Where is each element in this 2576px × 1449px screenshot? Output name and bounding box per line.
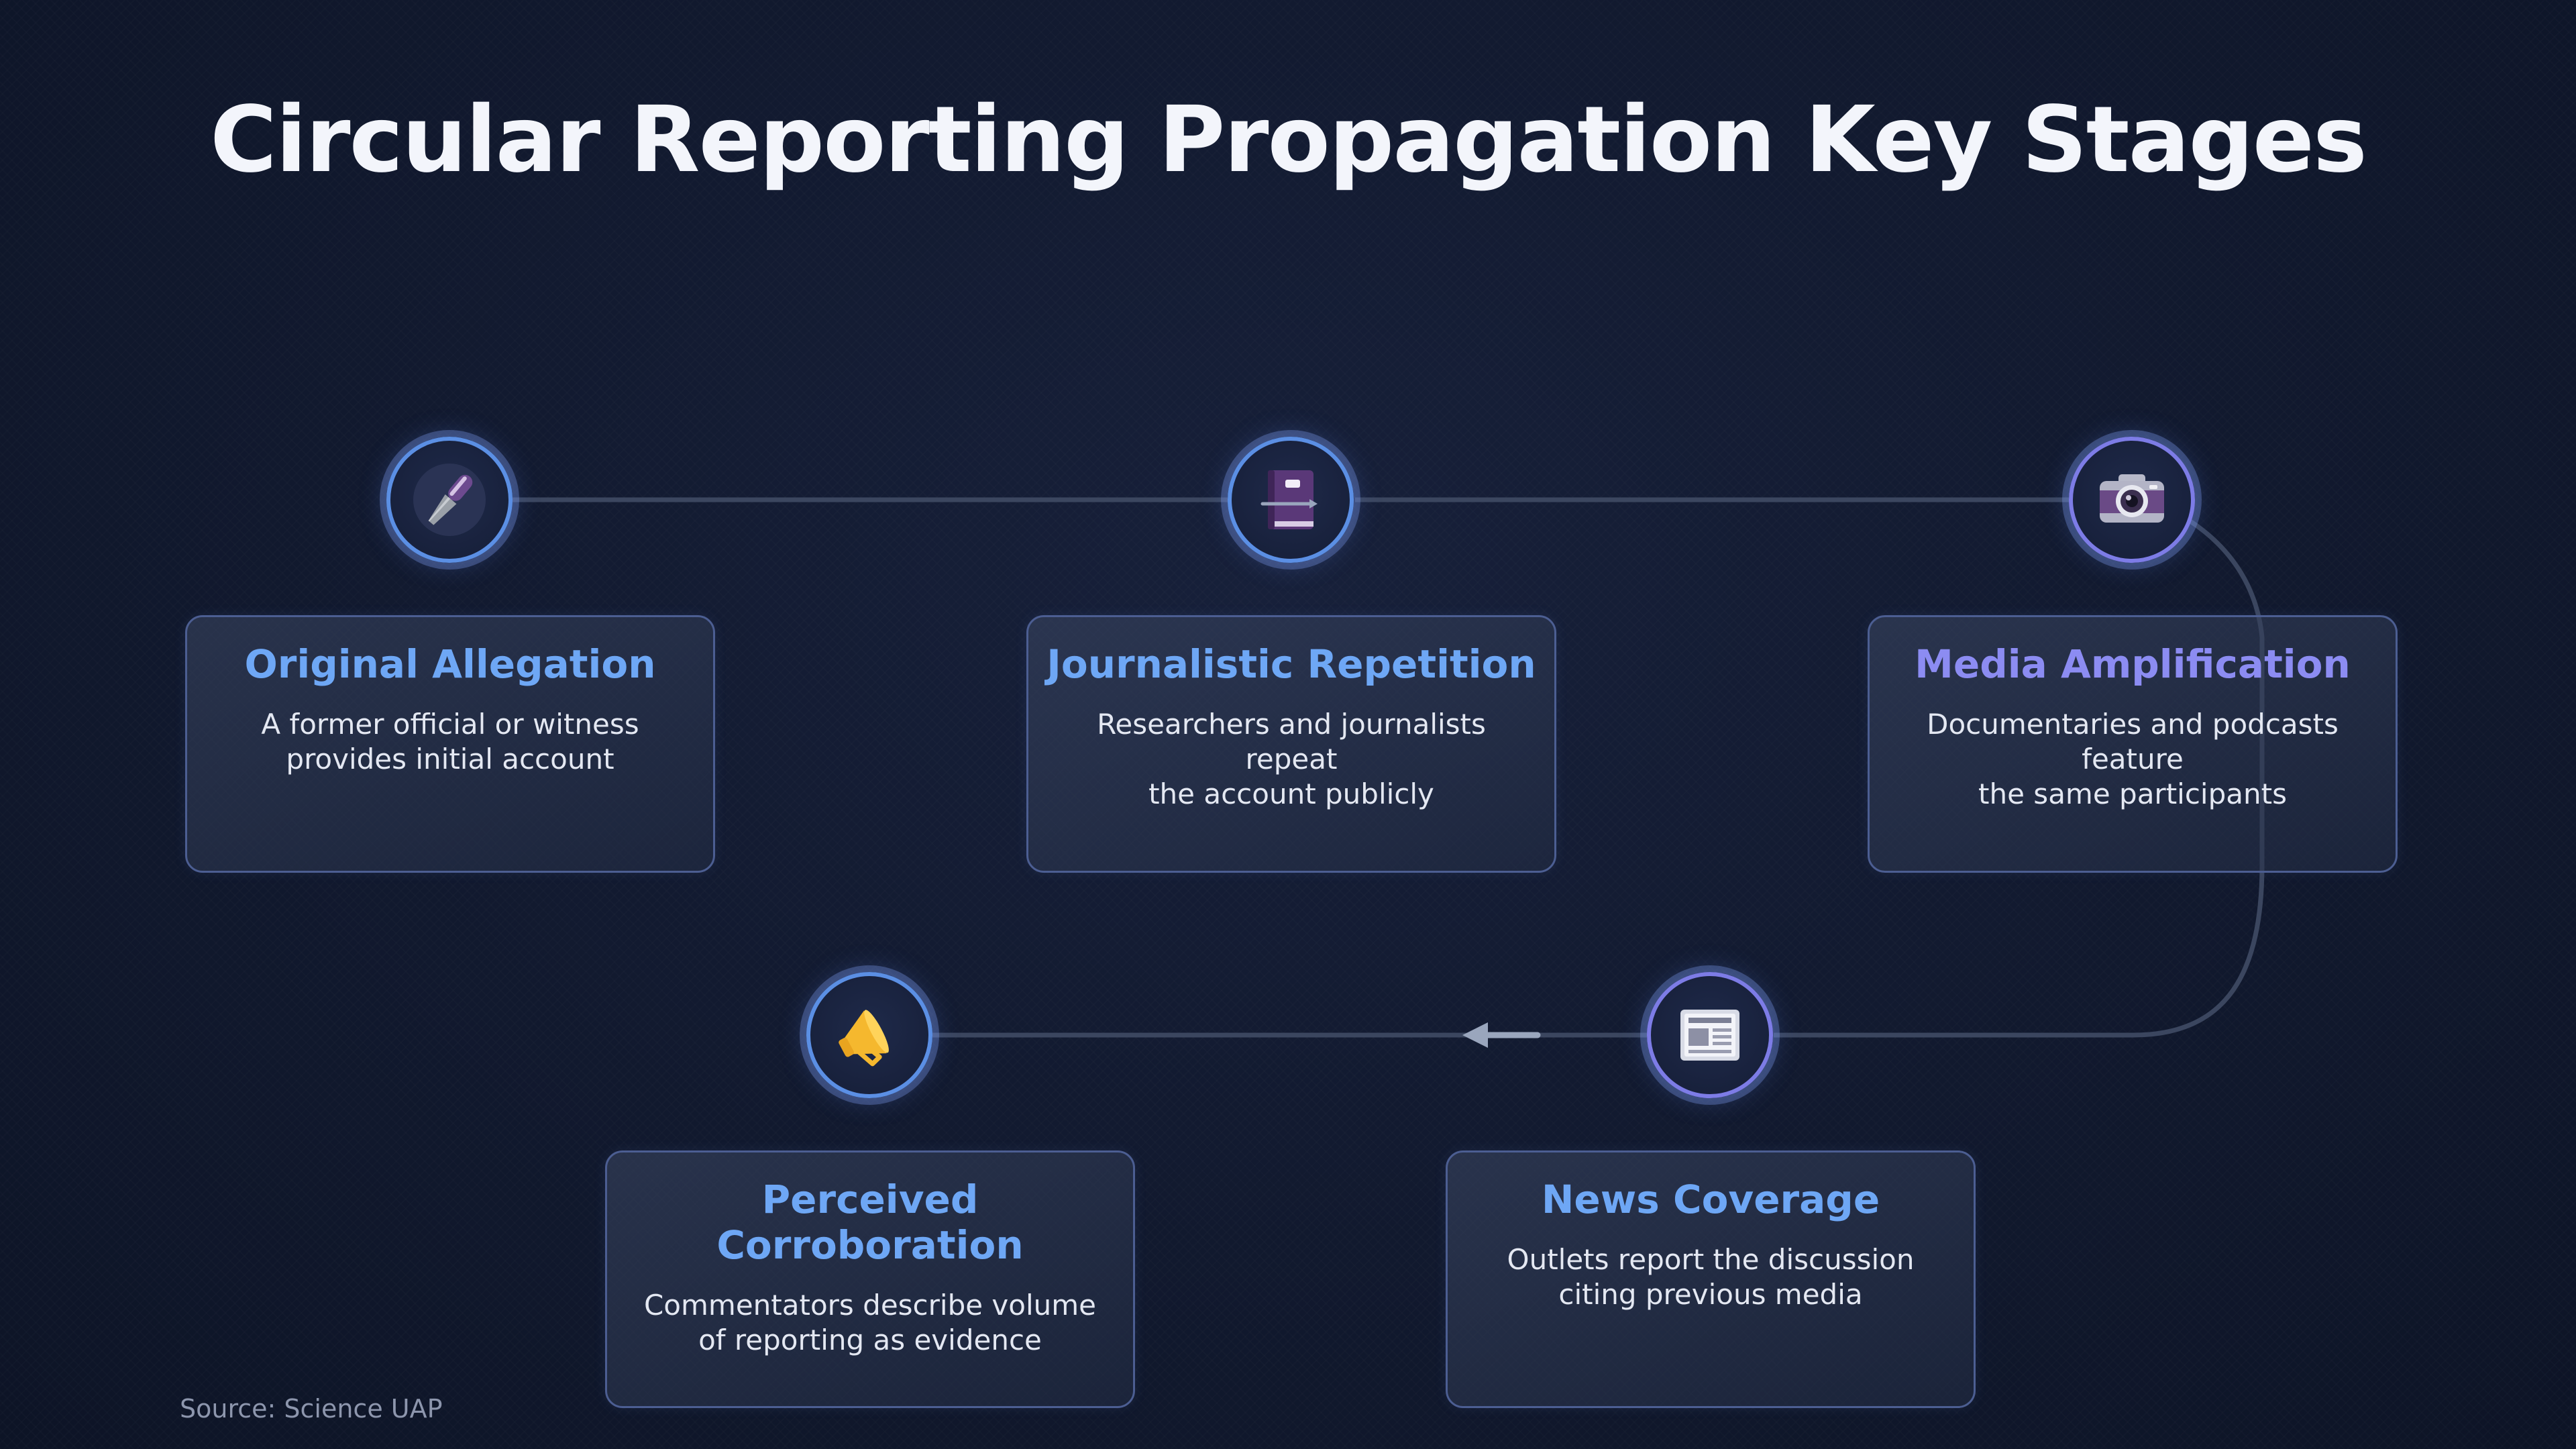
stage-node-original-allegation [386, 437, 513, 563]
source-caption: Source: Science UAP [180, 1394, 443, 1424]
stage-node-journalistic-repetition [1228, 437, 1354, 563]
stage-description-line: Outlets report the discussion [1507, 1243, 1915, 1276]
stage-description-line: the account publicly [1148, 777, 1434, 810]
stage-description-line: A former official or witness [261, 708, 639, 741]
page-title: Circular Reporting Propagation Key Stage… [210, 87, 2367, 193]
book-icon [1260, 470, 1318, 529]
stage-title: Media Amplification [1915, 641, 2351, 687]
stage-card-perceived-corroboration: Perceived Corroboration Commentators des… [605, 1150, 1135, 1408]
stage-description-line: the same participants [1978, 777, 2287, 810]
stage-title: News Coverage [1541, 1177, 1880, 1222]
stage-card-original-allegation: Original Allegation A former official or… [185, 615, 715, 873]
stage-description-line: Researchers and journalists repeat [1097, 708, 1486, 775]
stage-description-line: citing previous media [1558, 1278, 1863, 1311]
stage-description: A former official or witness provides in… [209, 707, 692, 777]
stage-card-news-coverage: News Coverage Outlets report the discuss… [1446, 1150, 1976, 1408]
stage-description-line: Commentators describe volume [643, 1289, 1097, 1322]
stage-description: Commentators describe volume of reportin… [629, 1288, 1112, 1358]
microphone-icon [413, 464, 486, 536]
stage-description-line: Documentaries and podcasts feature [1927, 708, 2339, 775]
stage-description-line: of reporting as evidence [698, 1324, 1042, 1356]
connector-3-4 [1774, 519, 2265, 1038]
stage-description: Documentaries and podcasts feature the s… [1891, 707, 2374, 812]
flow-arrow [1462, 1022, 1541, 1048]
stage-description: Outlets report the discussion citing pre… [1469, 1242, 1952, 1312]
stage-card-media-amplification: Media Amplification Documentaries and po… [1868, 615, 2398, 873]
stage-node-news-coverage [1647, 972, 1773, 1098]
stage-node-perceived-corroboration [806, 972, 932, 1098]
camera-icon [2100, 474, 2164, 523]
stage-title: Perceived Corroboration [716, 1177, 1024, 1268]
megaphone-icon [839, 1010, 889, 1067]
stage-title: Journalistic Repetition [1046, 641, 1536, 687]
stage-title: Original Allegation [244, 641, 656, 687]
stage-card-journalistic-repetition: Journalistic Repetition Researchers and … [1026, 615, 1556, 873]
newspaper-icon [1680, 1010, 1739, 1061]
stage-node-media-amplification [2069, 437, 2195, 563]
stage-description: Researchers and journalists repeat the a… [1050, 707, 1533, 812]
stage-description-line: provides initial account [286, 743, 614, 775]
